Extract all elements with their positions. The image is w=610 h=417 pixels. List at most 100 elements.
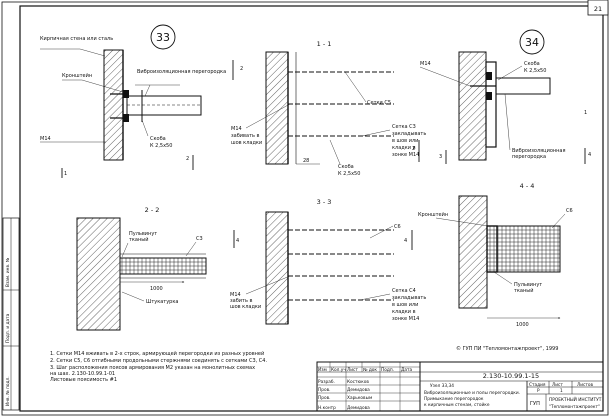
wall-34 — [458, 51, 487, 161]
mark-4b: 4 — [236, 238, 239, 244]
tb-head-sign: Подп. — [381, 367, 394, 373]
copyright: © ГУП ПИ "Тепломонтажпроект", 1999 — [456, 345, 558, 352]
tb-org-1: ПРОЕКТНЫЙ ИНСТИТУТ — [549, 396, 602, 403]
strip-replace: Взам. инв. № — [5, 257, 11, 287]
label-c6: С6 — [394, 224, 401, 230]
strip-sign: Подп. и дата — [5, 313, 11, 343]
title-block: Изм Кол.уч Лист № док Подп. Дата Разраб.… — [316, 361, 604, 412]
label-mesh-c5: Сетки С5 — [367, 100, 391, 106]
label-c4-4: кладки в — [392, 309, 416, 315]
label-anchor: Кронштейн — [62, 72, 92, 79]
section-1-1: 1 - 1 2 2 28 Сетки С5 М14 забивать в шов… — [231, 40, 426, 177]
note-1: 1. Сетки М14 вживать в 2-х строк, армиру… — [50, 350, 264, 357]
tb-desc-1: Виброизоляционные и полы перегородки. — [424, 390, 520, 396]
note-4: на шах. 2.130-10.99.1-01 — [50, 371, 115, 377]
strip-inv: Инв. № подл. — [5, 376, 11, 406]
label-m14-b-note1: забивать в — [231, 133, 260, 139]
label-plate-left-1: Пульвинут — [129, 231, 157, 237]
tb-sheet-head: Лист — [552, 382, 563, 388]
node-33-number: 33 — [156, 31, 170, 44]
tb-row-0-name: Костюков — [347, 379, 369, 385]
node-34-number: 34 — [525, 36, 539, 49]
inner-frame — [19, 5, 604, 412]
mark-3: 3 — [439, 154, 442, 160]
wall-2-2 — [76, 217, 121, 331]
mark-4: 4 — [588, 152, 591, 158]
label-panel: Виброизоляционная перегородка — [137, 69, 226, 75]
section-3-3-title: 3 - 3 — [317, 198, 332, 206]
general-notes: 1. Сетки М14 вживать в 2-х строк, армиру… — [50, 350, 267, 383]
tb-org-abbr: ГУП — [530, 401, 540, 407]
label-panel-r-1: Виброизоляционная — [512, 148, 566, 154]
label-plate-right-1: Пульвинут — [514, 282, 542, 288]
label-c3-5: зонке М14 — [392, 152, 419, 158]
label-m14-r: М14 — [420, 61, 431, 67]
mark-2b: 2 — [240, 66, 243, 72]
svg-text:шов кладки: шов кладки — [230, 304, 261, 310]
section-4-4-title: 4 - 4 — [520, 182, 535, 190]
label-c4-2: закладывать — [392, 295, 426, 301]
tb-head-list: Лист — [347, 367, 358, 373]
label-c3-1: Сетка С3 — [392, 124, 416, 130]
tb-org-2: "Тепломонтажпроект" — [549, 404, 600, 410]
tb-head-date: Дата — [401, 367, 412, 373]
tb-row-4-name: Демидова — [347, 405, 370, 411]
tb-sheets-head: Листов — [577, 382, 594, 388]
note-3: 3. Шаг расположения поясов армирования М… — [50, 365, 255, 371]
label-clip-a: Скоба — [150, 136, 166, 142]
mark-4c: 4 — [404, 238, 407, 244]
tb-head-kol: Кол.уч — [331, 367, 346, 373]
tb-row-2-role: Пров. — [318, 395, 331, 401]
label-c4-1: Сетка С4 — [392, 288, 416, 294]
node-33-marker — [150, 24, 176, 50]
tb-node-title: Узел 33,34 — [430, 383, 454, 389]
tb-desc-3: к кирпичным стенам, стойке — [424, 401, 490, 408]
sheet-number-box — [587, 0, 609, 16]
dim-1000-b: 1000 — [516, 322, 529, 328]
label-c6-b: С6 — [566, 208, 573, 214]
label-m14-b-note2: шов кладки — [231, 140, 262, 146]
tb-head-izm: Изм — [318, 367, 327, 373]
section-2-2: 2 - 2 1000 Пульвинут тканый С3 Штукатурк… — [76, 206, 207, 331]
label-c3-3: в шов или — [392, 138, 418, 144]
tb-doc-code: 2.130-10.99.1-15 — [483, 372, 539, 380]
tb-stage: Р — [537, 388, 540, 394]
tb-row-4-role: Н.контр — [318, 405, 336, 411]
tb-desc-2: Примыкание перегородок — [424, 396, 484, 402]
label-clip-b: Скоба — [338, 164, 354, 170]
label-gypsum: Штукатурка — [146, 299, 178, 305]
note-2: 2. Сетки С5, С6 отгибными продольными ст… — [50, 358, 267, 364]
tb-stage-head: Стадия — [529, 382, 546, 388]
node-34-detail: 34 3 4 М14 Скоба К 2,5х50 Виброизоляцион… — [419, 29, 591, 164]
tb-row-0-role: Разраб. — [318, 379, 335, 385]
sheet-number: 21 — [594, 5, 602, 13]
node-34-marker — [519, 29, 545, 55]
label-plate-right-2: тканый — [514, 287, 533, 294]
panel-34 — [495, 77, 551, 95]
tb-row-1-role: Пров. — [318, 387, 331, 393]
brick-wall — [103, 49, 124, 161]
label-c3: С3 — [196, 236, 203, 242]
wall-1-1 — [265, 51, 289, 165]
dim-28: 28 — [303, 158, 309, 164]
panel-section — [126, 95, 202, 116]
label-brick-wall: Кирпичная стена или сталь — [40, 36, 113, 42]
mesh-2-2 — [119, 257, 207, 275]
label-m14-c: М14 — [230, 292, 241, 298]
mark-2c: 2 — [412, 146, 415, 152]
svg-text:1: 1 — [584, 110, 587, 116]
label-c3-4: кладки в — [392, 145, 416, 151]
label-panel-r-2: перегородка — [512, 154, 546, 160]
mark-1: 1 — [64, 171, 67, 177]
section-3-3: 3 - 3 4 4 С6 М14 забить в шов кладки Сет… — [230, 198, 426, 325]
binding-strip: Инв. № подл. Подп. и дата Взам. инв. № — [2, 217, 20, 411]
label-clip-r-size: К 2,5х50 — [524, 68, 546, 74]
tb-row-1-name: Демидова — [347, 387, 370, 393]
label-c4-5: зонке М14 — [392, 316, 419, 322]
label-clip-a-size: К 2,5х50 — [150, 143, 172, 149]
label-m14-a: М14 — [40, 136, 51, 142]
dim-1000-a: 1000 — [150, 286, 163, 292]
